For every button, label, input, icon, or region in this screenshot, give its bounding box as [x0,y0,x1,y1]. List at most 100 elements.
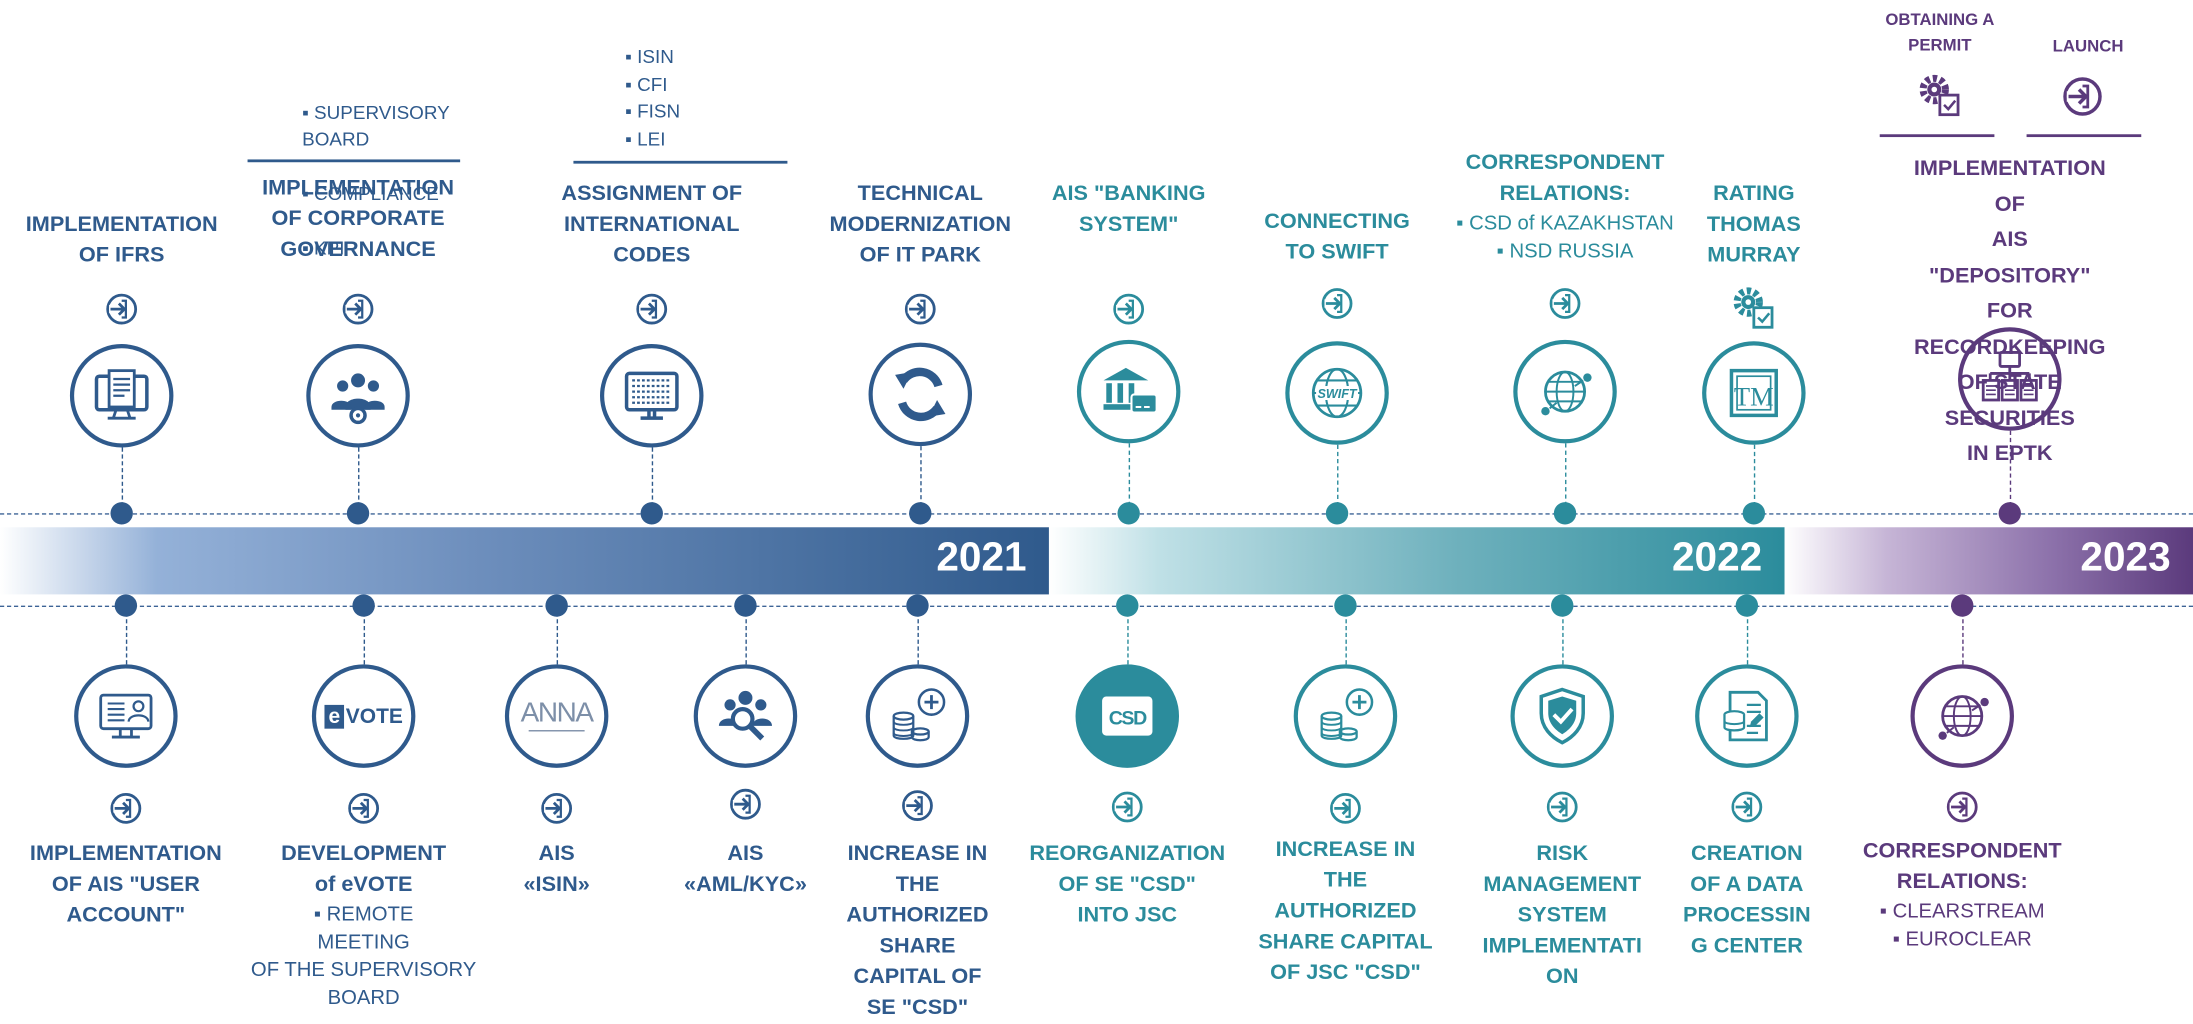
globe-network-icon [1910,664,2014,768]
bullet-item: ▪ KPI [302,237,345,259]
gear-document-icon [1916,71,1964,119]
timeline-dot [114,594,138,617]
event-title: IMPLEMENTATION OF CORPORATE GOVERNANCE [262,176,454,262]
login-arrow-icon [341,292,375,326]
logo-text: CSD [1109,707,1147,729]
event-title-top: AIS "BANKING SYSTEM" [1052,179,1206,241]
year-band-2021: 2021 [0,527,1049,595]
globe-network-icon [1513,339,1617,444]
login-arrow-icon [347,792,381,826]
connector-line [2009,430,2012,514]
connector-line [1345,605,1347,665]
bullet-item: ▪ ISIN [625,46,674,68]
connector-line [1562,605,1564,665]
event-title: TECHNICAL MODERNIZATION OF IT PARK [829,181,1012,268]
event-title: RATING THOMAS MURRAY [1706,181,1801,268]
database-document-icon [1695,664,1799,768]
connector-line [1128,443,1131,514]
svg-text:TM: TM [1734,382,1774,412]
divider-line [2026,134,2142,138]
timeline-dot [1951,594,1974,617]
connector-line [1962,605,1964,665]
event-subitem: ▪ CSD of KAZAKHSTAN [1456,212,1674,235]
bullet-item: ▪ SUPERVISORY BOARD [302,101,450,150]
people-search-icon [693,664,798,768]
event-subitem: ▪ CLEARSTREAM [1879,900,2045,924]
monitor-document-icon [69,344,174,448]
bullet-item: ▪ FISN [625,100,681,122]
login-arrow-icon [1320,287,1354,321]
connector-line [556,605,559,665]
event-subitem: ▪ NSD RUSSIA [1496,240,1634,263]
event-title: CONNECTING TO SWIFT [1264,209,1410,265]
timeline-dot [1334,594,1357,617]
event-title-bottom: CORRESPONDENT RELATIONS: ▪ CLEARSTREAM ▪ E… [1863,836,2062,953]
event-title-bottom: RISK MANAGEMENT SYSTEM IMPLEMENTATI ON [1483,839,1642,993]
anna-logo-icon: ANNA [504,664,609,768]
event-title: CORRESPONDENT RELATIONS: [1862,839,2062,894]
event-title: CREATION OF A DATA PROCESSIN G CENTER [1682,841,1811,959]
event-subitem: ▪ EUROCLEAR [1892,928,2032,952]
connector-line [651,447,654,514]
bottom-rail [0,605,2193,607]
event-title-bottom: DEVELOPMENT of eVOTE ▪ REMOTE MEETING OF … [251,839,476,1012]
corporate-governance-bullets: ▪ SUPERVISORY BOARD ▪ COMPLIANCE ▪ KPI [302,71,450,289]
timeline-dot [110,502,133,525]
login-arrow-icon [1110,790,1144,824]
event-title: RISK MANAGEMENT SYSTEM IMPLEMENTATI ON [1482,841,1642,989]
bullet-item: ▪ CFI [625,73,668,95]
divider-line [1879,134,1995,138]
shield-check-icon [1510,664,1614,768]
connector-line [363,605,366,665]
event-title: AIS «ISIN» [523,841,590,897]
event-title: DEVELOPMENT of eVOTE [281,841,447,897]
event-title: IMPLEMENTATION OF AIS "DEPOSITORY" FOR R… [1913,156,2106,466]
divider-line [573,160,788,164]
connector-line [1753,444,1756,514]
connector-line [125,605,128,665]
top-rail [0,513,2193,515]
login-arrow-icon [1730,790,1764,824]
login-arrow-icon [903,292,937,326]
event-title: INCREASE IN THE AUTHORIZED SHARE CAPITAL… [1258,837,1433,985]
logo-text: ANNA [520,697,595,728]
step-launch: LAUNCH [2052,36,2124,56]
logo-vote: VOTE [345,704,403,728]
bullet-item: ▪ COMPLIANCE [302,183,439,205]
swift-globe-icon: SWIFT [1285,341,1389,445]
csd-logo-icon: CSD [1075,664,1180,768]
event-title: REORGANIZATION OF SE "CSD" INTO JSC [1029,841,1226,928]
data-monitor-icon [599,344,704,448]
event-title-top: IMPLEMENTATION OF AIS "DEPOSITORY" FOR R… [1914,151,2106,472]
login-arrow-icon [540,792,574,826]
connector-line [1127,605,1129,665]
login-arrow-icon [2062,76,2104,118]
timeline-dot [734,594,757,617]
year-label: 2022 [1672,535,1763,581]
login-arrow-icon [1945,790,1979,824]
network-monitor-icon [1958,327,2062,431]
event-title-bottom: AIS «ISIN» [524,839,590,901]
timeline-dot [640,502,663,525]
international-codes-bullets: ▪ ISIN ▪ CFI ▪ FISN ▪ LEI [625,43,680,152]
year-band-2022: 2022 [1048,527,1785,595]
event-title: ASSIGNMENT OF INTERNATIONAL CODES [561,181,743,268]
bullet-item: ▪ LEI [625,127,666,149]
timeline-dot [909,502,932,525]
timeline-dot [352,594,375,617]
event-title-top: IMPLEMENTATION OF CORPORATE GOVERNANCE [262,173,454,265]
timeline-dot [1742,502,1766,525]
event-title-top: CORRESPONDENT RELATIONS: ▪ CSD of KAZAKHS… [1456,148,1674,265]
event-title: IMPLEMENTATION OF AIS "USER ACCOUNT" [29,841,222,928]
event-title-bottom: REORGANIZATION OF SE "CSD" INTO JSC [1029,839,1225,931]
gear-document-icon [1730,284,1778,332]
timeline-dot [1551,594,1574,617]
event-title: CORRESPONDENT RELATIONS: [1465,151,1665,206]
event-title: AIS «AML/KYC» [684,841,807,897]
year-label: 2021 [936,535,1027,581]
event-subitem: ▪ REMOTE MEETING OF THE SUPERVISORY BOAR… [250,903,477,1010]
timeline-dot [1998,502,2021,525]
event-title-top: RATING THOMAS MURRAY [1707,179,1801,271]
